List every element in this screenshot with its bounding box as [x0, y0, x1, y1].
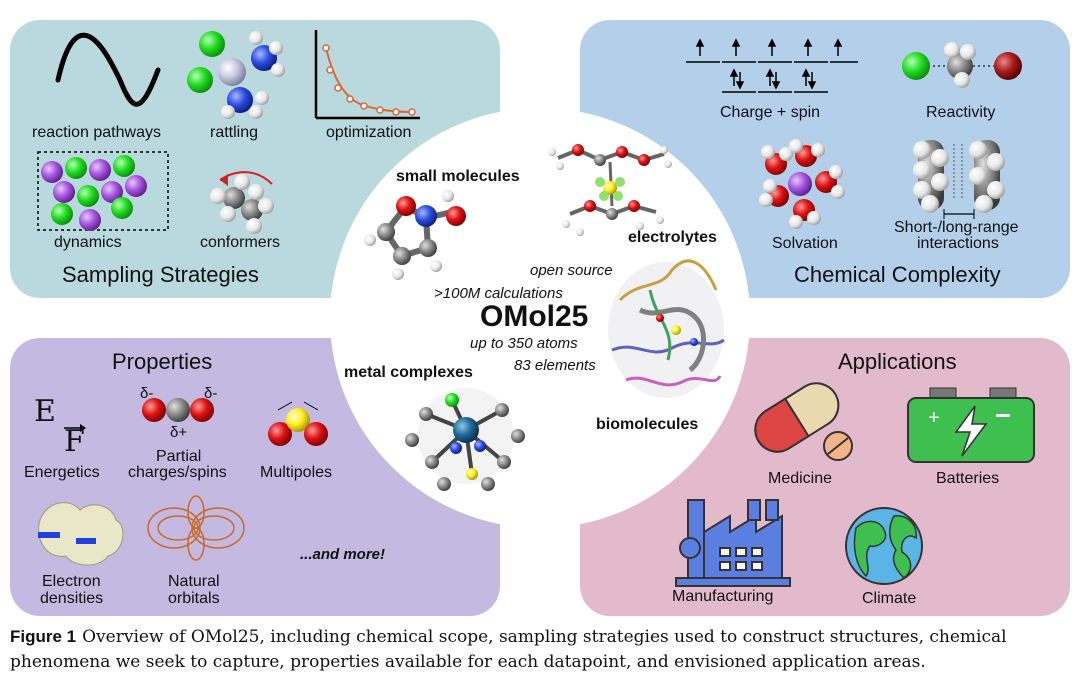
manufacturing-label: Manufacturing: [672, 588, 774, 605]
charge-spin-label: Charge + spin: [720, 104, 821, 121]
force-arrow-icon: [64, 424, 86, 432]
small-molecule-structure: [364, 190, 466, 280]
rattling-molecule-icon: [187, 31, 285, 119]
electron-densities-label-line1: Electron: [42, 573, 101, 590]
electron-densities-label-line2: densities: [40, 590, 104, 607]
electrolytes-label: electrolytes: [628, 229, 717, 246]
conformers-label: conformers: [200, 234, 281, 251]
small-molecules-label: small molecules: [396, 168, 520, 185]
applications-title: Applications: [838, 349, 957, 374]
partial-charges-molecule-icon: [142, 398, 214, 422]
reaction-pathway-wave-icon: [55, 32, 161, 107]
open-source-label: open source: [530, 262, 613, 279]
metal-complexes-label: metal complexes: [344, 364, 473, 381]
delta-minus-right: δ-: [204, 385, 218, 402]
solvation-cluster-icon: [759, 139, 845, 229]
overview-figure: +: [10, 20, 1070, 616]
properties-title: Properties: [112, 349, 213, 374]
sampling-title: Sampling Strategies: [62, 262, 259, 287]
energetics-label: Energetics: [24, 464, 100, 481]
partial-charges-label-line1: Partial: [156, 448, 202, 465]
figure-label: Figure 1: [10, 627, 77, 646]
dynamics-label: dynamics: [54, 234, 122, 251]
energy-symbol: E: [34, 394, 56, 429]
and-more-label: ...and more!: [300, 546, 386, 563]
multipoles-label: Multipoles: [260, 464, 333, 481]
partial-charges-label-line2: charges/spins: [128, 464, 227, 481]
battery-icon: +: [907, 387, 1035, 463]
medicine-label: Medicine: [768, 470, 833, 487]
rattling-label: rattling: [210, 124, 259, 141]
natural-orbitals-icon: [147, 495, 245, 561]
interactions-molecules-icon: [913, 140, 1005, 219]
medicine-pill-icon: [754, 382, 853, 461]
optimization-label: optimization: [326, 124, 412, 141]
complexity-title: Chemical Complexity: [794, 262, 1001, 287]
figure-canvas: +: [10, 20, 1070, 616]
metal-complex-structure: [405, 388, 525, 491]
biomolecules-label: biomolecules: [596, 416, 699, 433]
factory-icon: [675, 499, 791, 587]
elements-label: 83 elements: [514, 357, 596, 374]
multipoles-molecule-icon: [268, 401, 328, 446]
batteries-label: Batteries: [936, 470, 1000, 487]
interactions-label-line1: Short-/long-range: [894, 219, 1019, 236]
calculations-label: >100M calculations: [434, 285, 563, 302]
interactions-label-line2: interactions: [917, 235, 999, 252]
electron-density-icon: [38, 502, 124, 566]
delta-minus-left: δ-: [140, 385, 154, 402]
force-symbol: F: [64, 424, 85, 459]
omol25-title: OMol25: [480, 300, 589, 333]
charge-spin-diagram-icon: [686, 38, 858, 93]
reactivity-molecule-icon: [902, 42, 1022, 88]
atoms-label: up to 350 atoms: [470, 335, 578, 352]
biomolecule-structure: [608, 259, 725, 398]
optimization-curve-icon: [314, 30, 420, 120]
reactivity-label: Reactivity: [926, 104, 996, 121]
caption-text: Overview of OMol25, including chemical s…: [10, 627, 1007, 672]
svg-text:+: +: [928, 407, 940, 429]
delta-plus: δ+: [170, 424, 188, 441]
solvation-label: Solvation: [772, 235, 838, 252]
electrolyte-structure: [548, 144, 672, 236]
conformers-molecule-icon: [210, 171, 274, 234]
climate-label: Climate: [862, 590, 917, 607]
reaction-pathways-label: reaction pathways: [32, 124, 161, 141]
globe-climate-icon: [845, 507, 923, 585]
natural-orbitals-label-line2: orbitals: [168, 590, 220, 607]
dynamics-box-icon: [37, 151, 169, 231]
natural-orbitals-label-line1: Natural: [168, 573, 220, 590]
